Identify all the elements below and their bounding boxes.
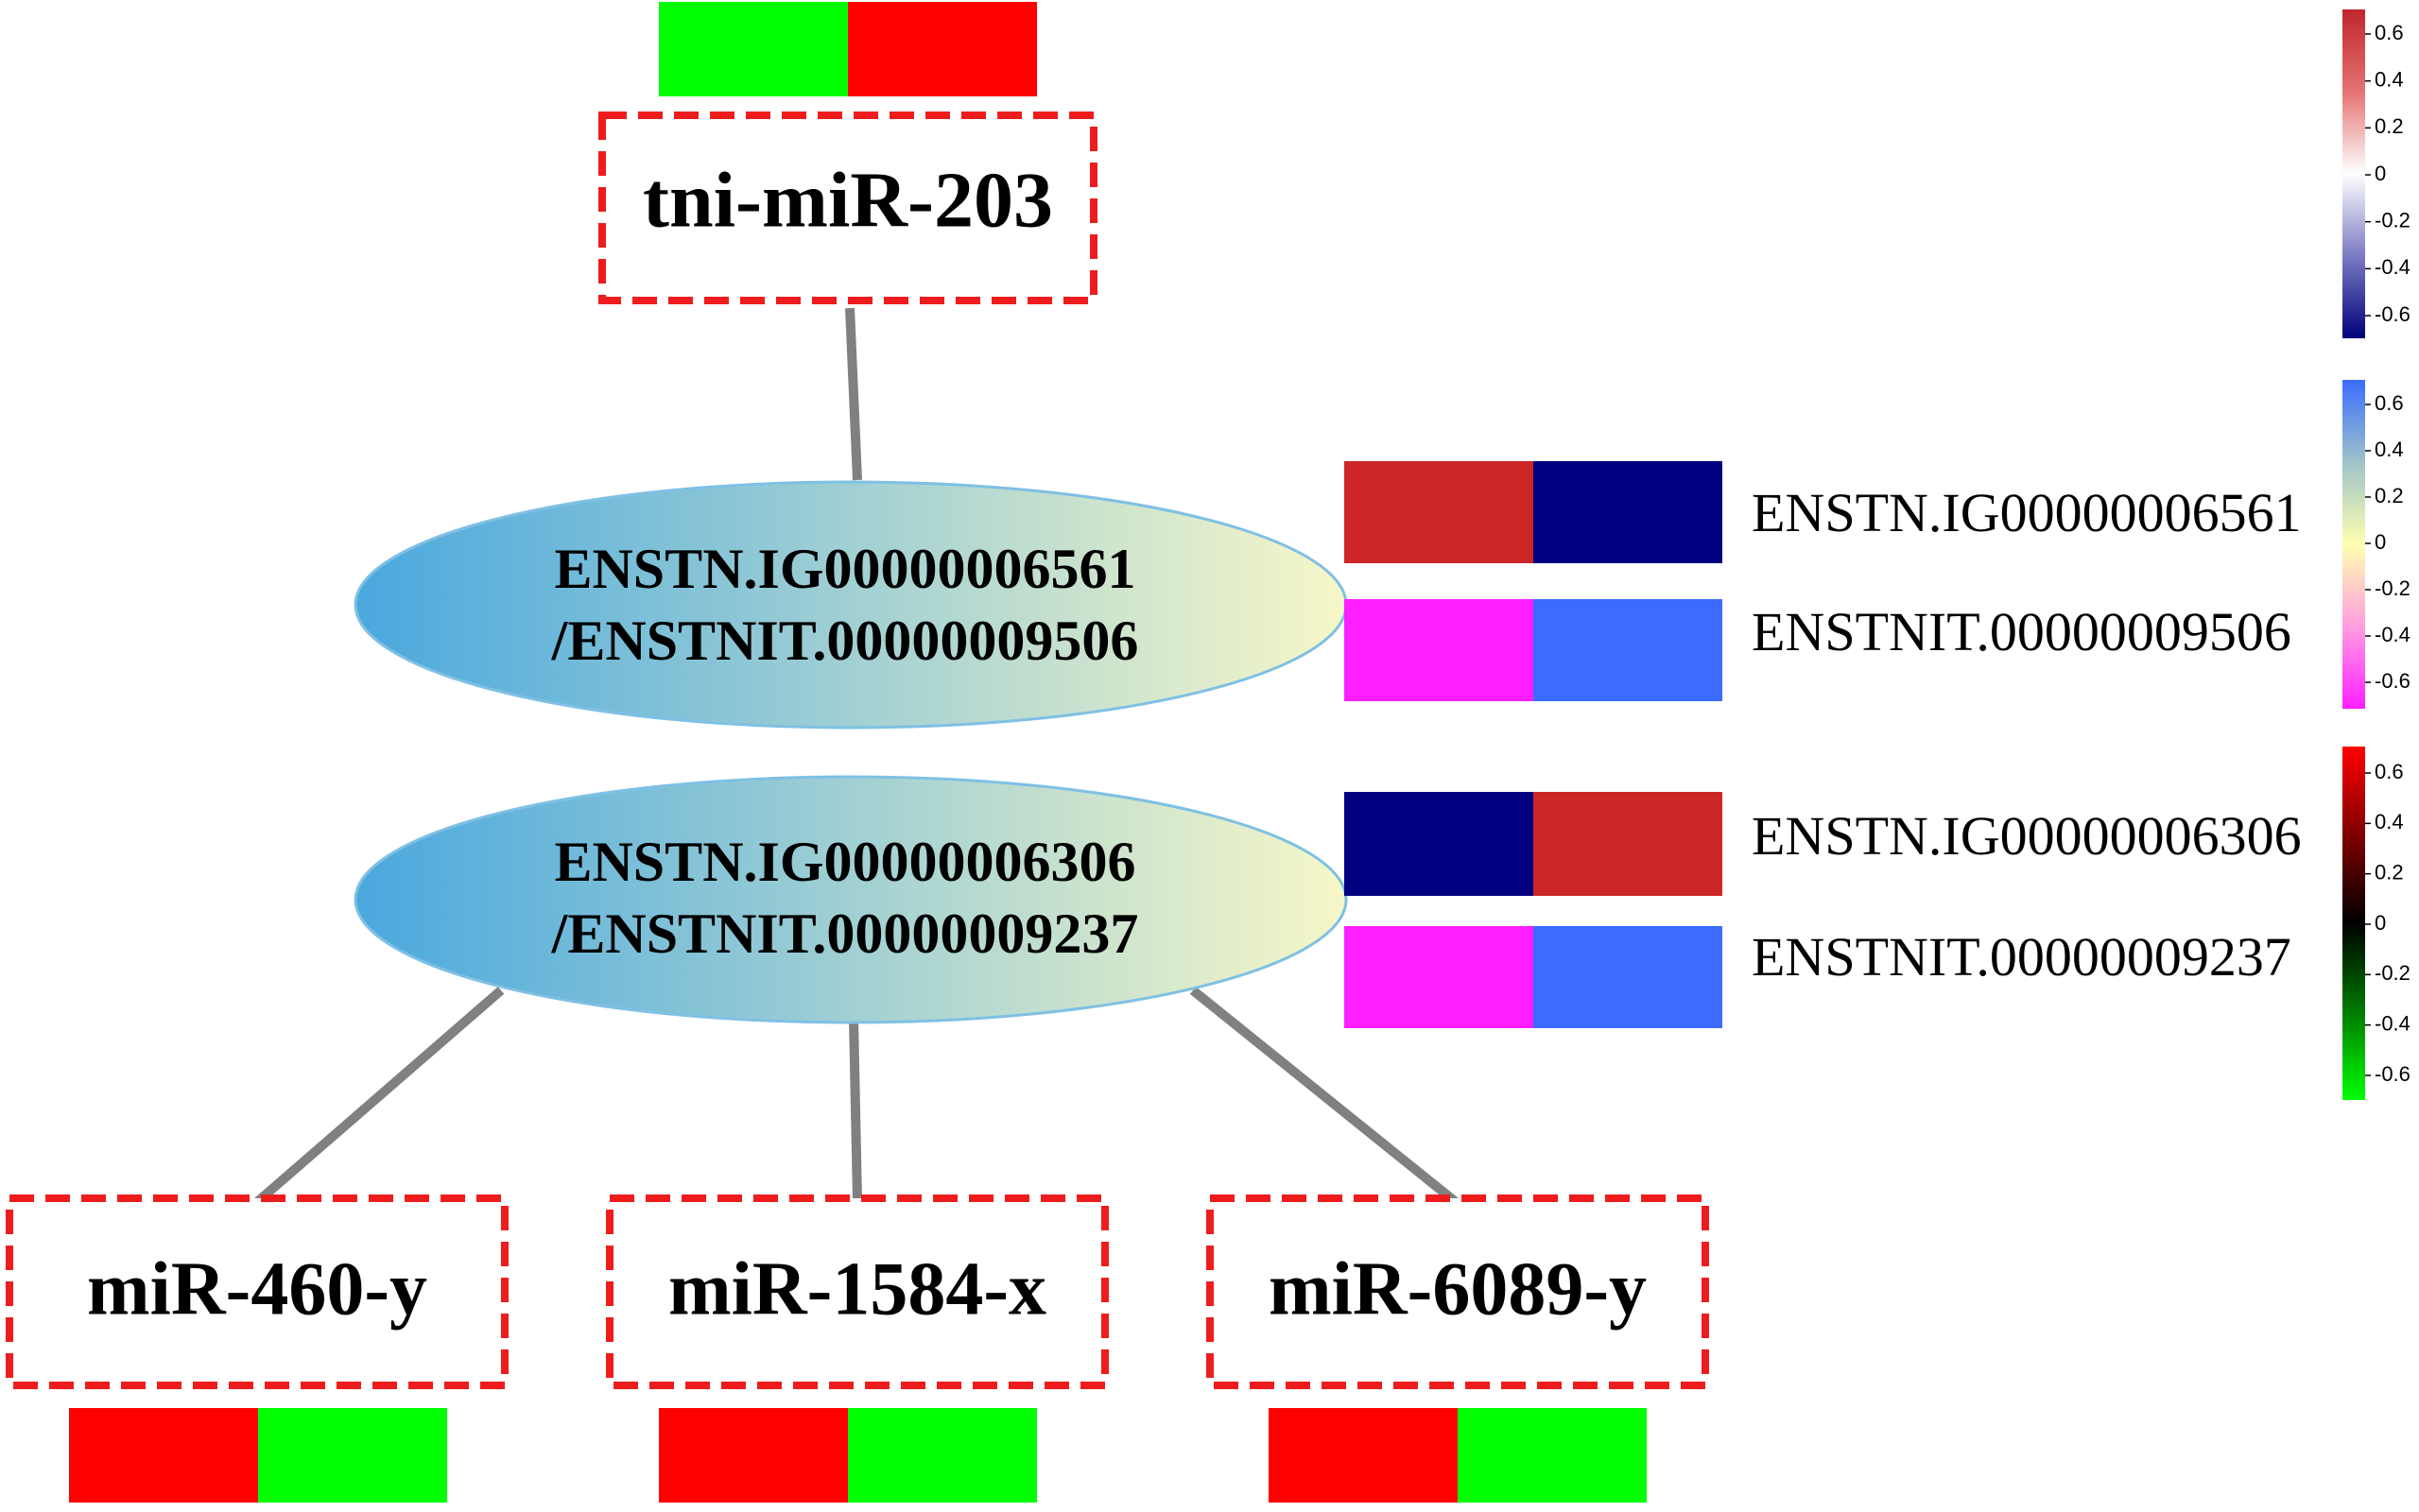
legend-tick-label: 0.6 xyxy=(2375,21,2404,44)
legend-red-green: 0.6 0.4 0.2 0 -0.2 -0.4 -0.6 xyxy=(2342,747,2410,1100)
heat-cell xyxy=(848,2,1037,96)
pair-heatmap-6306: ENSTN.IG00000006306 ENSTNIT.00000009237 xyxy=(1344,792,2302,1028)
heat-cell xyxy=(1533,599,1722,701)
heat-row-label: ENSTN.IG00000006561 xyxy=(1752,482,2302,543)
pair-ellipse xyxy=(354,775,1348,1024)
legend-tick-label: -0.2 xyxy=(2375,576,2410,600)
heat-cell xyxy=(1344,792,1533,896)
mirna-node-miR-6089-y[interactable]: miR-6089-y xyxy=(1206,1194,1709,1503)
pair-label-line1: ENSTN.IG00000006561 xyxy=(554,538,1135,600)
legend-tick-label: 0.2 xyxy=(2375,484,2404,507)
mirna-box-border xyxy=(606,1194,1109,1389)
heat-cell xyxy=(258,1408,447,1503)
legend-tick-label: -0.4 xyxy=(2375,1011,2410,1035)
mirna-node-tni-miR-203[interactable]: tni-miR-203 xyxy=(598,2,1097,304)
heat-row-label: ENSTN.IG00000006306 xyxy=(1752,805,2302,867)
pair-label-line2: /ENSTNIT.00000009506 xyxy=(551,610,1139,672)
edge-pair-6306-miR-1584-x xyxy=(849,1018,862,1201)
heat-cell xyxy=(1344,599,1533,701)
pair-node-6561[interactable]: ENSTN.IG00000006561 /ENSTNIT.00000009506 xyxy=(354,480,1348,730)
mirna-box-border xyxy=(598,112,1097,304)
legend-colorbar xyxy=(2342,9,2365,338)
mirna-box-border xyxy=(6,1194,509,1389)
heat-cell xyxy=(1344,926,1533,1028)
mirna-label: miR-460-y xyxy=(87,1247,427,1331)
legend-tick-label: 0.4 xyxy=(2375,67,2404,91)
heat-cell xyxy=(1458,1408,1647,1503)
heat-cell xyxy=(1344,461,1533,563)
mirna-label: miR-6089-y xyxy=(1269,1247,1647,1331)
legend-tick-label: -0.6 xyxy=(2375,1062,2410,1086)
legend-tick-label: 0 xyxy=(2375,530,2386,554)
pair-label-line1: ENSTN.IG00000006306 xyxy=(554,831,1135,893)
edge-tni-miR-203-pair-6561 xyxy=(845,307,862,481)
mirna-node-miR-460-y[interactable]: miR-460-y xyxy=(6,1194,509,1503)
legend-colorbar xyxy=(2342,380,2365,709)
legend-tick-label: 0.2 xyxy=(2375,860,2404,884)
pair-ellipse xyxy=(354,480,1348,730)
legend-tick-label: -0.2 xyxy=(2375,961,2410,985)
heat-cell xyxy=(69,1408,258,1503)
legend-red-blue: 0.6 0.4 0.2 0 -0.2 -0.4 -0.6 xyxy=(2342,9,2410,338)
legend-blue-magenta: 0.6 0.4 0.2 0 -0.2 -0.4 -0.6 xyxy=(2342,380,2410,709)
legend-tick-label: 0.6 xyxy=(2375,760,2404,783)
heat-cell xyxy=(1269,1408,1458,1503)
pair-node-6306[interactable]: ENSTN.IG00000006306 /ENSTNIT.00000009237 xyxy=(354,775,1348,1024)
edge-pair-6306-miR-460-y xyxy=(253,987,505,1206)
legend-tick-label: -0.2 xyxy=(2375,208,2410,232)
mirna-box-border xyxy=(1206,1194,1709,1389)
legend-tick-label: -0.4 xyxy=(2375,255,2410,279)
mirna-label: tni-miR-203 xyxy=(643,156,1053,244)
legend-colorbar xyxy=(2342,747,2365,1100)
heat-cell xyxy=(659,2,848,96)
heat-row-label: ENSTNIT.00000009237 xyxy=(1752,926,2291,988)
heat-cell xyxy=(1533,926,1722,1028)
heat-cell xyxy=(659,1408,848,1503)
edge-pair-6306-miR-6089-y xyxy=(1189,987,1460,1206)
heat-row-label: ENSTNIT.00000009506 xyxy=(1752,601,2291,662)
heat-cell xyxy=(1533,461,1722,563)
mirna-label: miR-1584-x xyxy=(668,1247,1046,1331)
legend-tick-label: 0.4 xyxy=(2375,810,2404,833)
legend-tick-label: 0.2 xyxy=(2375,114,2404,138)
pair-label-line2: /ENSTNIT.00000009237 xyxy=(551,902,1139,965)
legend-tick-label: 0 xyxy=(2375,911,2386,935)
mirna-node-miR-1584-x[interactable]: miR-1584-x xyxy=(606,1194,1109,1503)
legend-tick-label: -0.6 xyxy=(2375,669,2410,693)
heat-cell xyxy=(1533,792,1722,896)
legend-tick-label: 0.6 xyxy=(2375,391,2404,415)
legend-tick-label: 0.4 xyxy=(2375,438,2404,461)
legend-tick-label: 0 xyxy=(2375,162,2386,185)
legend-tick-label: -0.6 xyxy=(2375,302,2410,326)
pair-heatmap-6561: ENSTN.IG00000006561 ENSTNIT.00000009506 xyxy=(1344,461,2302,701)
edges xyxy=(253,307,1460,1206)
heat-cell xyxy=(848,1408,1037,1503)
legend-tick-label: -0.4 xyxy=(2375,623,2410,646)
